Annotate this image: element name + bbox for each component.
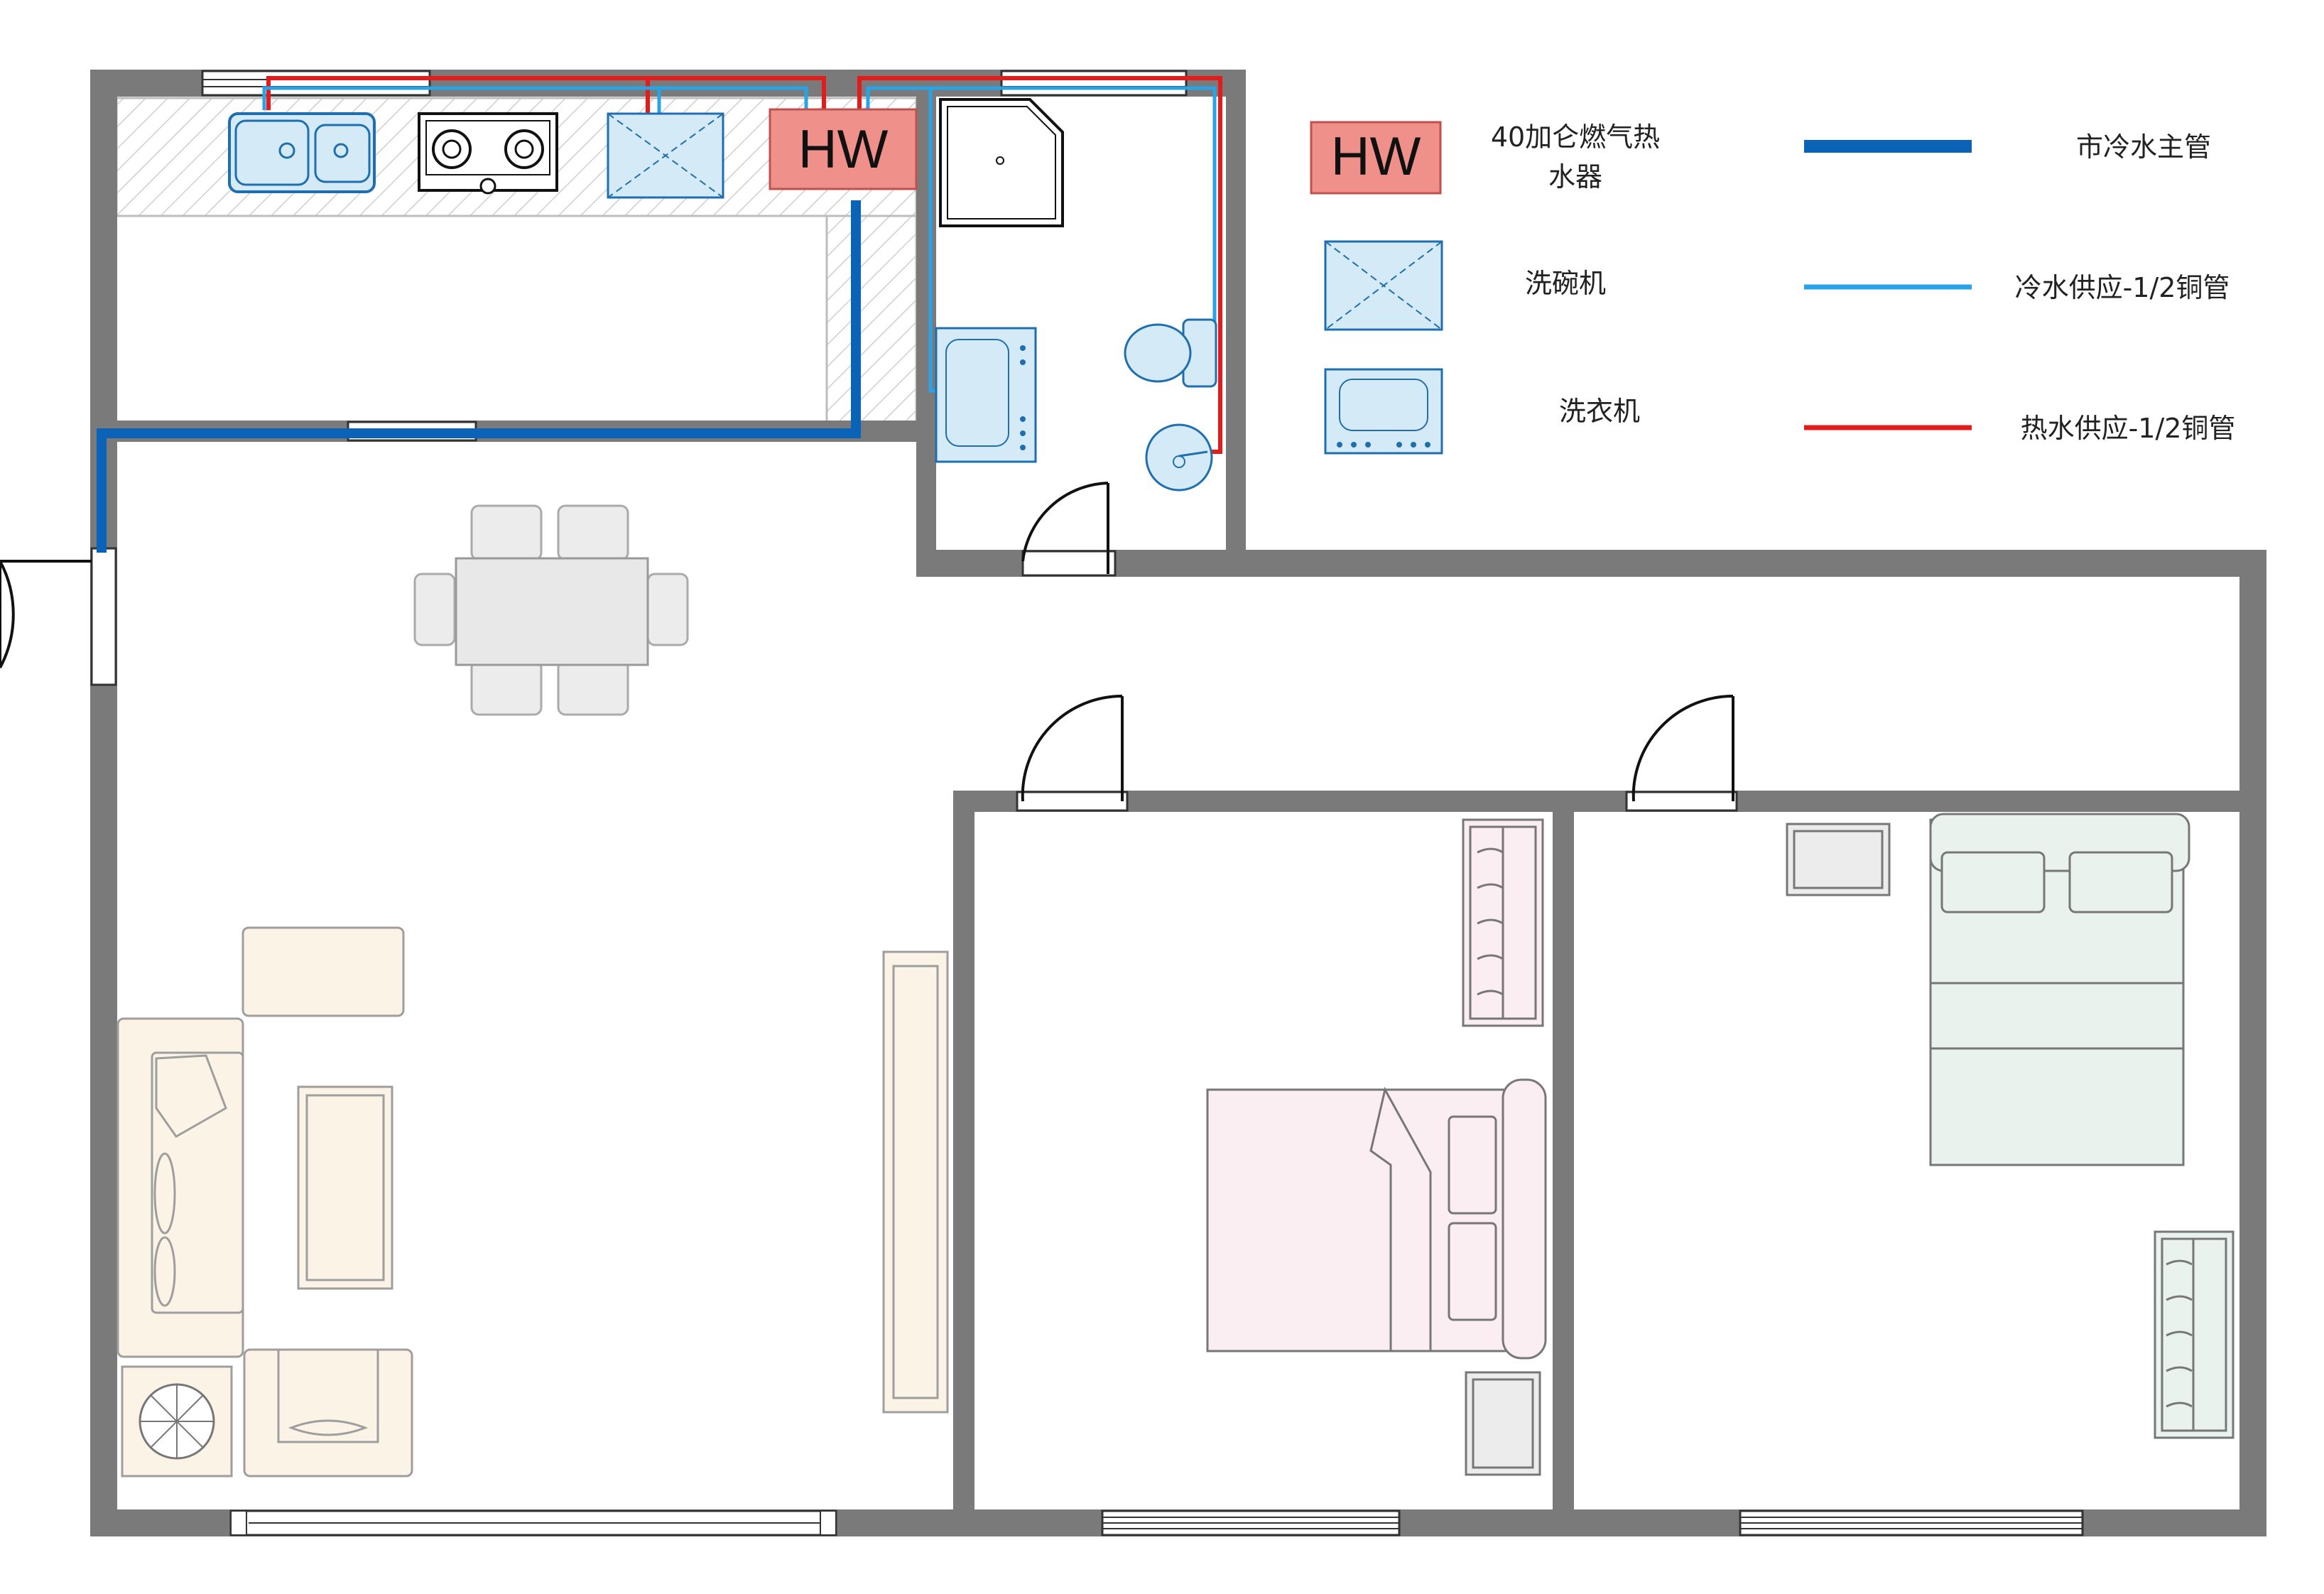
legend: HW 40加仑燃气热 水器 洗碗机 洗衣机 市冷水主管 冷水供应-1/2铜管 热… [1310, 121, 2236, 455]
legend-water-heater-label-1: 40加仑燃气热 [1491, 121, 1660, 153]
nightstand [1465, 1371, 1541, 1476]
living-furniture [116, 926, 949, 1478]
legend-main-cold-pipe-label: 市冷水主管 [2076, 131, 2211, 163]
walls [90, 70, 2266, 1536]
legend-dishwasher-label: 洗碗机 [1525, 268, 1606, 299]
bedroom-2-door[interactable] [1631, 694, 1734, 802]
washing-machine-icon [935, 327, 1037, 463]
main-cold-water-pipe [97, 200, 861, 553]
pipes [97, 76, 1222, 553]
legend-dishwasher-icon [1324, 240, 1443, 331]
legend-washing-machine-icon [1324, 368, 1443, 455]
nightstand-2 [1786, 823, 1891, 896]
water-heater: HW [769, 108, 918, 190]
shower-icon [939, 98, 1064, 227]
bathroom-door[interactable] [1021, 482, 1109, 574]
dining-table-set [413, 504, 689, 716]
bedroom-2-furniture [1786, 813, 2235, 1439]
legend-water-heater-swatch [1310, 121, 1442, 195]
kitchen-counter-side [825, 215, 918, 423]
legend-hot-supply-pipe-label: 热水供应-1/2铜管 [2021, 413, 2236, 444]
legend-cold-supply-pipe-label: 冷水供应-1/2铜管 [2015, 272, 2230, 303]
kitchen-sink-icon [228, 112, 376, 193]
hot-water-pipe [266, 76, 826, 112]
bedroom-1-furniture [1206, 818, 1547, 1476]
doors [0, 482, 1734, 802]
ottoman [241, 926, 405, 1017]
legend-water-heater-label-2: 水器 [1548, 161, 1602, 193]
legend-washing-machine-label: 洗衣机 [1559, 396, 1640, 427]
legend-water-heater-symbol: HW [1331, 126, 1421, 187]
entry-door[interactable] [0, 560, 92, 668]
coffee-table [297, 1085, 393, 1290]
bathroom-sink-icon [1145, 423, 1213, 492]
toilet-icon [1124, 318, 1217, 388]
bedroom-1-door[interactable] [1021, 694, 1124, 802]
stove-icon [418, 112, 558, 195]
water-heater-label: HW [798, 119, 889, 180]
dishwasher-icon [607, 112, 724, 199]
cold-water-pipe [262, 86, 808, 110]
hot-water-pipe-bath [857, 76, 1222, 454]
